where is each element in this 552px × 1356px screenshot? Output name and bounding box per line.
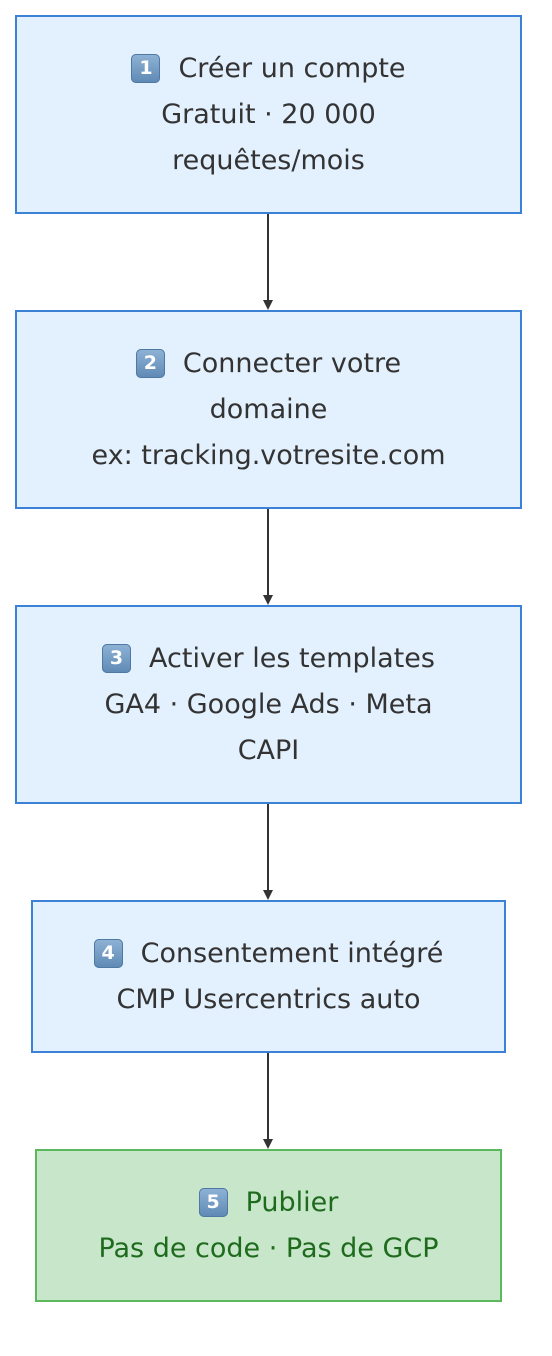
keycap-number-icon: 4 — [93, 939, 123, 968]
step-1-detail-line-2: requêtes/mois — [172, 144, 365, 176]
step-4-node: 4 Consentement intégré CMP Usercentrics … — [31, 900, 506, 1053]
step-4-title: Consentement intégré — [140, 937, 444, 969]
keycap-number-icon: 2 — [135, 349, 165, 378]
step-2-detail-line-1: domaine — [209, 393, 328, 425]
keycap-number-icon: 1 — [131, 54, 161, 83]
step-3-detail-line-2: CAPI — [237, 734, 300, 766]
step-5-detail-line-1: Pas de code · Pas de GCP — [98, 1232, 439, 1264]
step-4-detail-line-1: CMP Usercentrics auto — [116, 983, 421, 1015]
step-3-node: 3 Activer les templates GA4 · Google Ads… — [15, 605, 522, 804]
step-5-title-row: 5 Publier — [198, 1180, 339, 1226]
step-1-node: 1 Créer un compte Gratuit · 20 000 requê… — [15, 15, 522, 214]
step-2-detail-line-2: ex: tracking.votresite.com — [91, 439, 446, 471]
step-1-title-row: 1 Créer un compte — [131, 46, 406, 92]
step-2-title-row: 2 Connecter votre — [135, 341, 402, 387]
step-2-node: 2 Connecter votre domaine ex: tracking.v… — [15, 310, 522, 509]
step-2-title: Connecter votre — [182, 347, 402, 379]
step-4-title-row: 4 Consentement intégré — [93, 931, 444, 977]
step-3-title-row: 3 Activer les templates — [102, 636, 435, 682]
step-5-title: Publier — [245, 1186, 339, 1218]
step-3-detail-line-1: GA4 · Google Ads · Meta — [104, 688, 433, 720]
keycap-number-icon: 3 — [102, 644, 132, 673]
step-3-title: Activer les templates — [149, 642, 435, 674]
keycap-number-icon: 5 — [198, 1188, 228, 1217]
step-1-detail-line-1: Gratuit · 20 000 — [161, 98, 376, 130]
step-5-node: 5 Publier Pas de code · Pas de GCP — [35, 1149, 502, 1302]
step-1-title: Créer un compte — [178, 52, 406, 84]
